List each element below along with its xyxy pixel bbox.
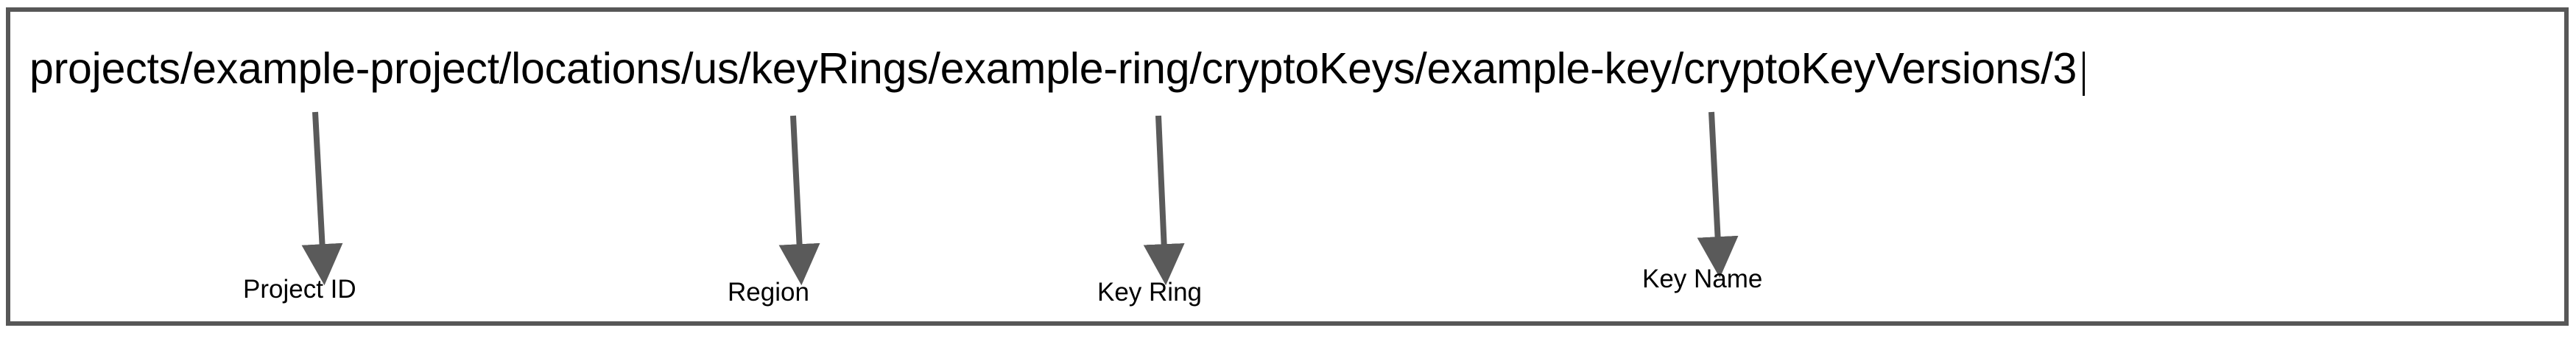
annotation-label-region: Region (728, 278, 809, 307)
text-cursor-caret (2083, 52, 2086, 96)
resource-path-text[interactable]: projects/example-project/locations/us/ke… (29, 44, 2077, 93)
resource-path-box[interactable]: projects/example-project/locations/us/ke… (6, 7, 2569, 326)
annotation-label-key-name: Key Name (1642, 265, 1763, 293)
annotation-label-key-ring: Key Ring (1097, 278, 1203, 307)
annotation-label-project-id: Project ID (243, 275, 356, 304)
